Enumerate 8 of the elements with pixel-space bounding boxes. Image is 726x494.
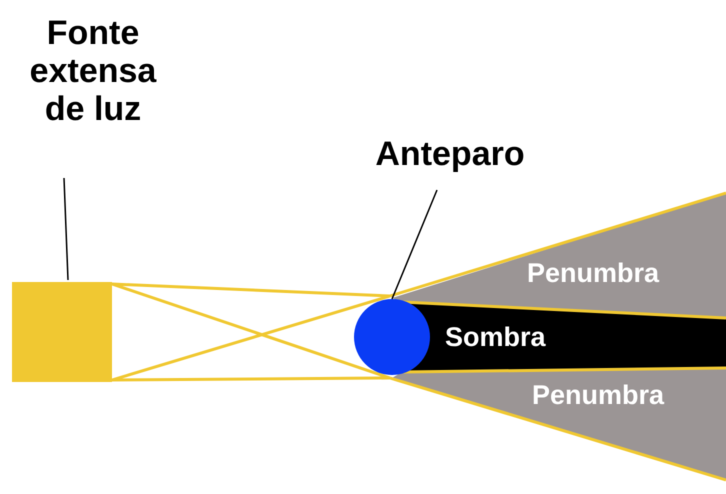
region-label: Penumbra (532, 380, 664, 411)
light-source-block (12, 282, 112, 382)
caption-label: Anteparo (350, 135, 550, 174)
caption-label: Fonte extensa de luz (8, 14, 178, 128)
region-label: Penumbra (527, 258, 660, 289)
leader-line (391, 190, 438, 300)
leader-line (63, 178, 69, 280)
region-label: Sombra (445, 322, 546, 353)
